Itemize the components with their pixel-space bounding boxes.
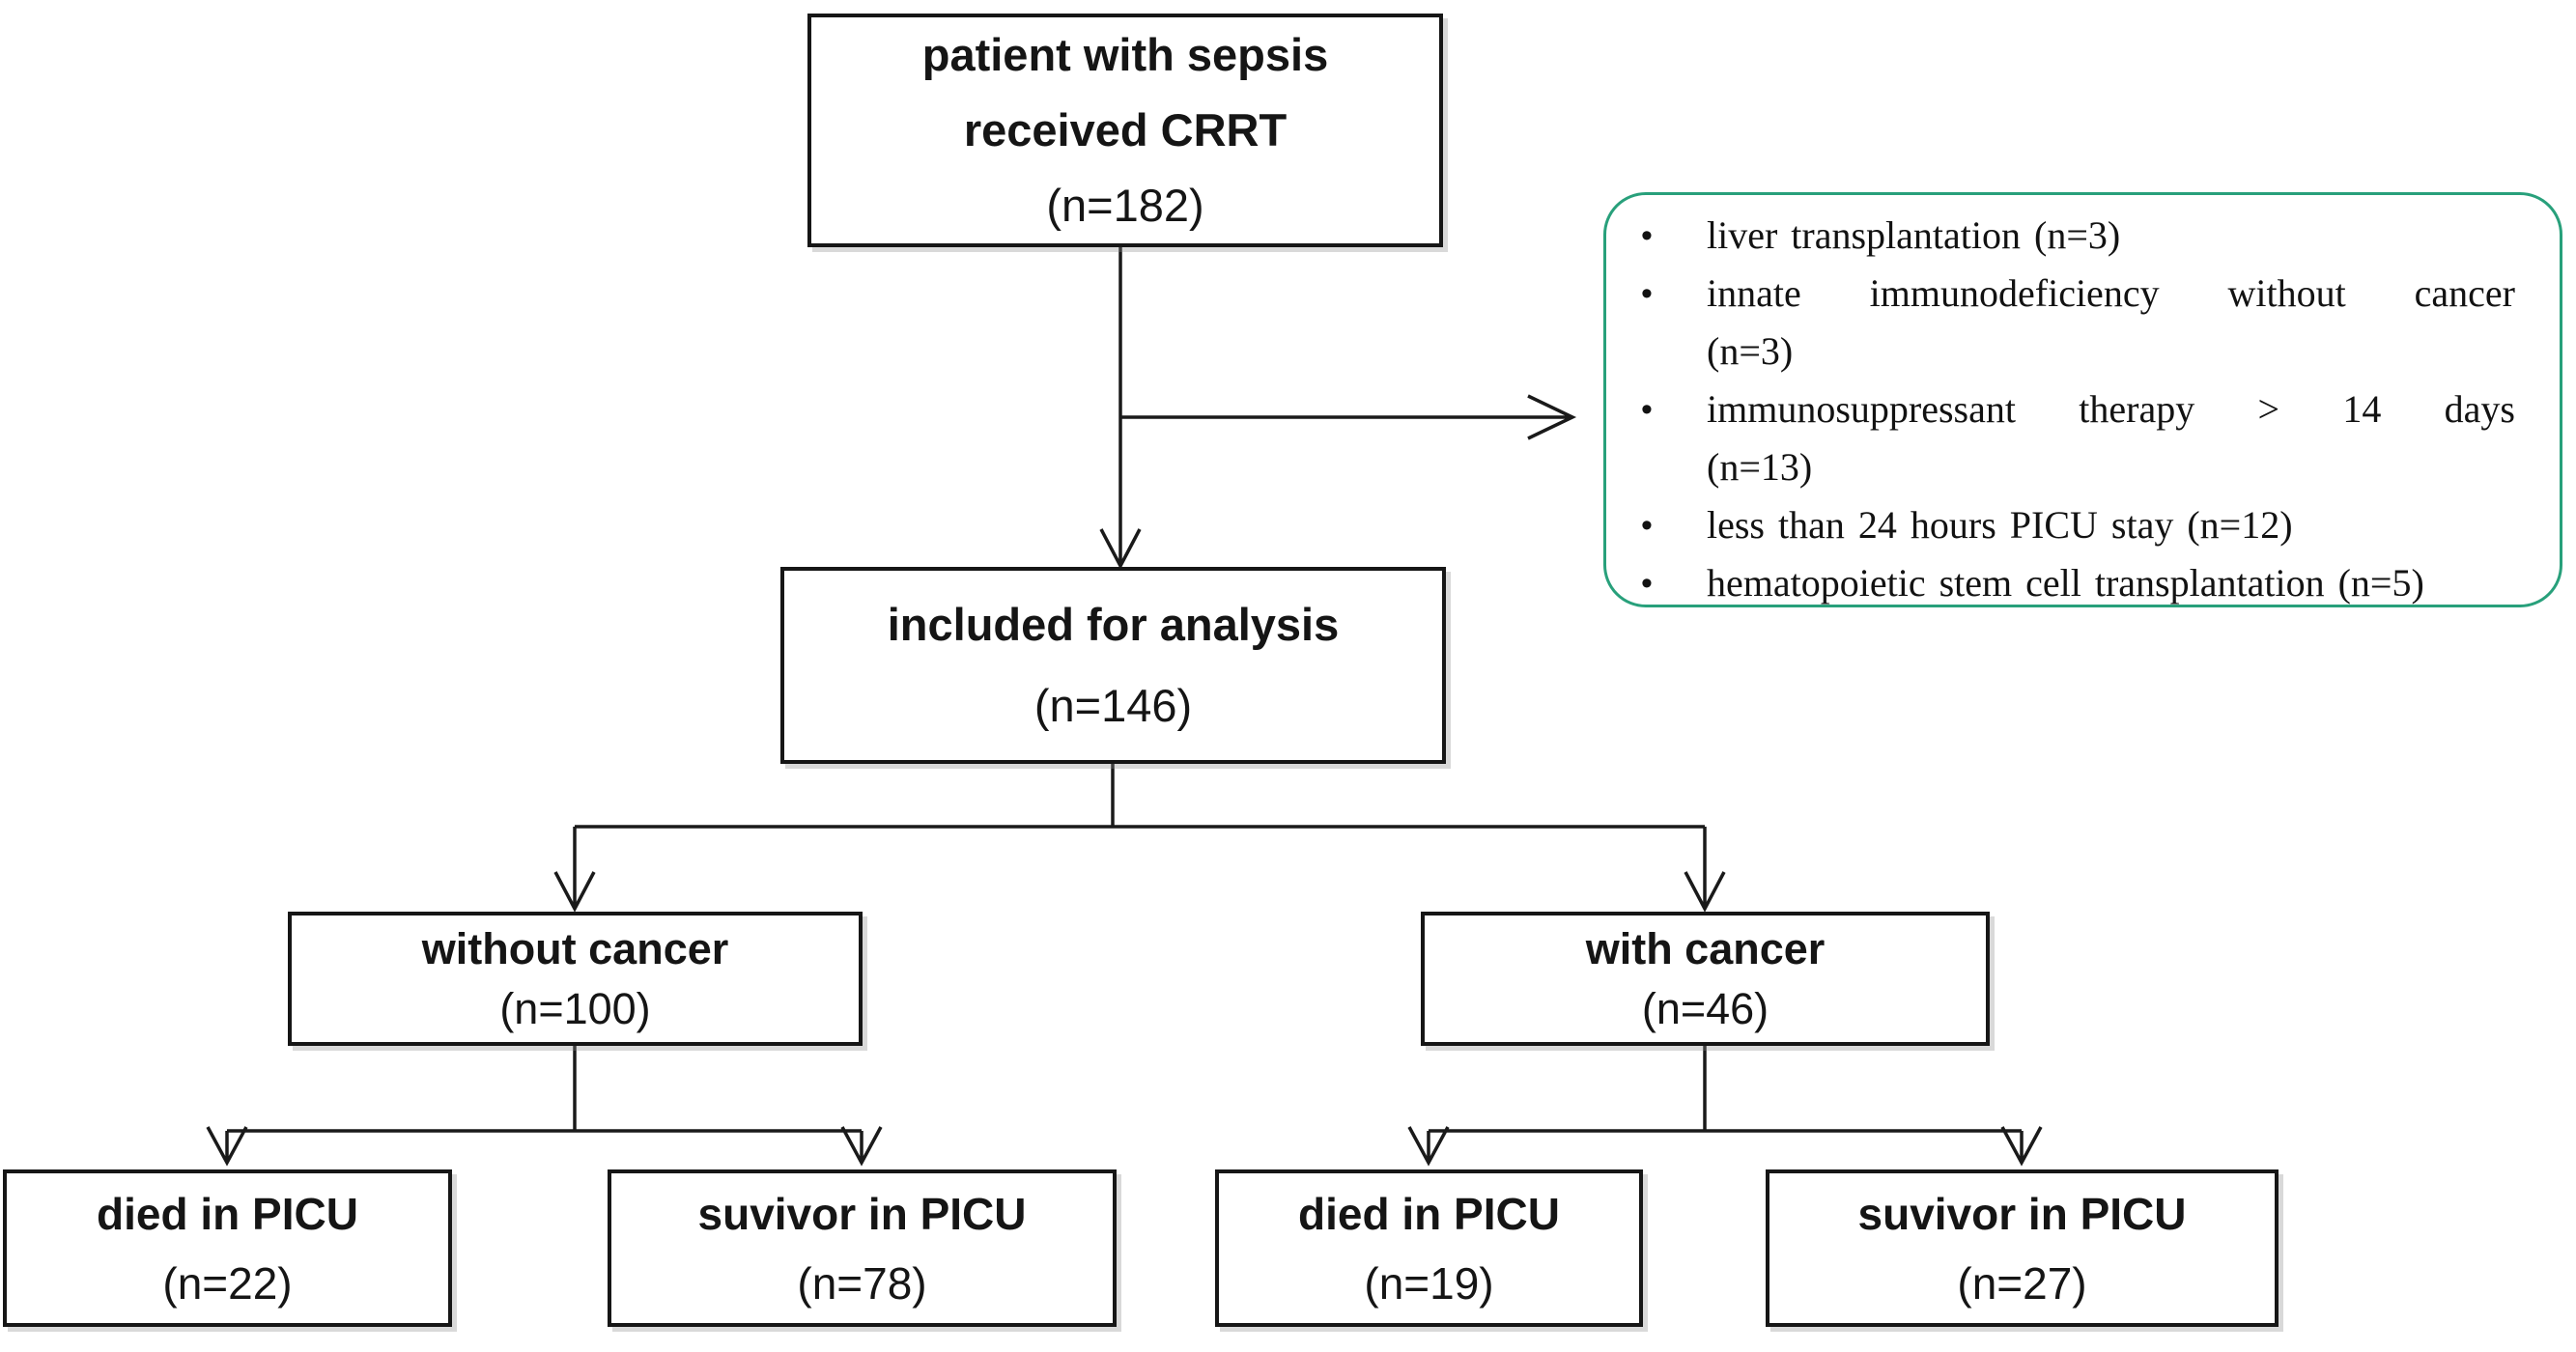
- exclusion-item-count: (n=13): [1707, 445, 1813, 489]
- node-survivor-without-cancer-count: (n=78): [797, 1257, 927, 1309]
- exclusion-item-text: innate immunodeficiency without cancer: [1707, 271, 2515, 315]
- arrow-to-exclusions: [1120, 394, 1577, 440]
- node-survivor-without-cancer: suvivor in PICU (n=78): [608, 1169, 1117, 1327]
- exclusion-item: • hematopoietic stem cell transplantatio…: [1606, 554, 2515, 612]
- node-without-cancer-label: without cancer: [421, 923, 729, 973]
- split-with-cancer-outcomes: [1407, 1046, 2043, 1167]
- node-root-label-line1: patient with sepsis: [921, 29, 1329, 80]
- node-with-cancer-label: with cancer: [1585, 923, 1826, 973]
- exclusion-item: • less than 24 hours PICU stay (n=12): [1606, 496, 2515, 554]
- split-included-to-cancer-groups: [553, 764, 1726, 913]
- exclusion-item: • immunosuppressant therapy > 14 days (n…: [1606, 380, 2515, 496]
- bullet-icon: •: [1641, 565, 1653, 602]
- node-root: patient with sepsis received CRRT (n=182…: [807, 14, 1443, 247]
- node-died-with-cancer-label: died in PICU: [1298, 1188, 1560, 1239]
- exclusion-item-text: immunosuppressant therapy > 14 days: [1707, 387, 2515, 431]
- node-died-without-cancer-label: died in PICU: [97, 1188, 358, 1239]
- node-survivor-with-cancer: suvivor in PICU (n=27): [1766, 1169, 2279, 1327]
- node-included-count: (n=146): [1033, 680, 1193, 731]
- node-died-without-cancer: died in PICU (n=22): [3, 1169, 452, 1327]
- node-survivor-with-cancer-count: (n=27): [1957, 1257, 2087, 1309]
- exclusion-item-text: liver transplantation (n=3): [1707, 213, 2121, 257]
- exclusion-item: • liver transplantation (n=3): [1606, 207, 2515, 265]
- bullet-icon: •: [1641, 507, 1653, 544]
- exclusion-item-count: (n=3): [1707, 329, 1794, 373]
- bullet-icon: •: [1641, 275, 1653, 312]
- node-with-cancer: with cancer (n=46): [1421, 912, 1990, 1046]
- node-died-without-cancer-count: (n=22): [162, 1257, 293, 1309]
- exclusion-item-text: hematopoietic stem cell transplantation …: [1707, 561, 2424, 605]
- node-survivor-without-cancer-label: suvivor in PICU: [697, 1188, 1027, 1239]
- node-survivor-with-cancer-label: suvivor in PICU: [1857, 1188, 2187, 1239]
- node-included: included for analysis (n=146): [780, 567, 1446, 764]
- arrow-root-to-included: [1099, 247, 1142, 570]
- bullet-icon: •: [1641, 391, 1653, 428]
- node-died-with-cancer: died in PICU (n=19): [1215, 1169, 1643, 1327]
- node-without-cancer-count: (n=100): [499, 983, 651, 1033]
- exclusion-item: • innate immunodeficiency without cancer…: [1606, 265, 2515, 380]
- node-without-cancer: without cancer (n=100): [288, 912, 863, 1046]
- exclusion-item-text: less than 24 hours PICU stay (n=12): [1707, 503, 2293, 547]
- exclusions-list: • liver transplantation (n=3) • innate i…: [1606, 195, 2560, 612]
- bullet-icon: •: [1641, 217, 1653, 254]
- exclusions-panel: • liver transplantation (n=3) • innate i…: [1603, 192, 2562, 607]
- node-with-cancer-count: (n=46): [1641, 983, 1769, 1033]
- node-included-label: included for analysis: [887, 599, 1340, 650]
- node-root-count: (n=182): [1046, 180, 1204, 231]
- node-died-with-cancer-count: (n=19): [1364, 1257, 1494, 1309]
- split-without-cancer-outcomes: [206, 1046, 883, 1167]
- node-root-label-line2: received CRRT: [963, 104, 1288, 155]
